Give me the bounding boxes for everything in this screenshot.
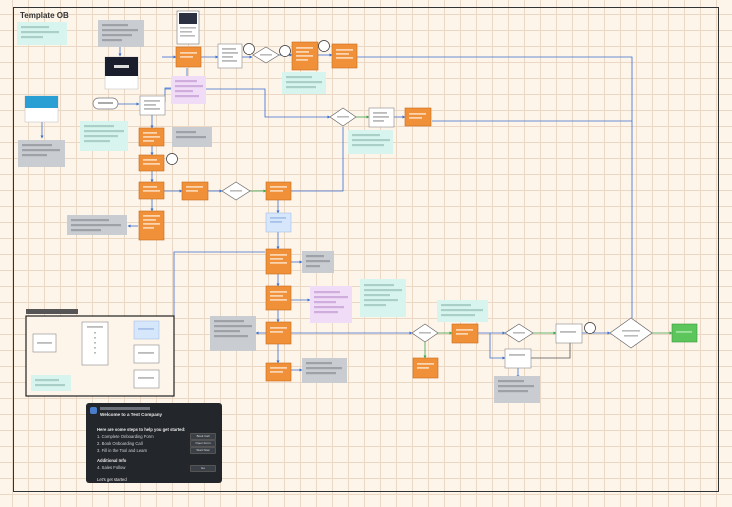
sticky-note <box>17 22 67 45</box>
step-item: 3. Fill in the Tool and Learn <box>97 448 148 453</box>
connector <box>489 333 506 360</box>
action-button[interactable]: Book Call <box>190 433 216 440</box>
process-box <box>133 369 160 389</box>
message-header <box>100 407 150 410</box>
avatar <box>90 407 97 414</box>
process-box <box>504 348 532 369</box>
process-box <box>555 323 583 344</box>
process-box <box>133 344 160 364</box>
delay-nodes <box>166 40 596 334</box>
connector <box>531 343 571 359</box>
welcome-message-card: Welcome to a Test Company Here are some … <box>86 403 222 483</box>
end-node <box>671 323 698 343</box>
subframe-label <box>26 309 78 314</box>
decision-node <box>609 317 653 349</box>
action-button[interactable]: Go <box>190 465 216 472</box>
step-item: 2. Book Onboarding Call <box>97 441 143 446</box>
sticky-note <box>348 130 393 154</box>
delay-node <box>279 45 291 57</box>
thumbnail-banner <box>25 96 58 108</box>
delay-node <box>318 40 330 52</box>
board-frame <box>13 7 719 492</box>
connector <box>173 251 265 316</box>
process-boxes <box>217 43 583 369</box>
task-box <box>265 321 292 345</box>
connector <box>165 88 331 119</box>
delay-node <box>243 43 255 55</box>
sticky-note <box>31 375 71 391</box>
task-box <box>265 285 292 311</box>
task-boxes <box>138 41 479 382</box>
message-section: Additional Info <box>97 458 127 463</box>
step-item: 4. Sales Follow <box>97 465 126 470</box>
board-title: Template OB <box>20 11 69 20</box>
action-button[interactable]: Start Now <box>190 447 216 454</box>
message-title: Welcome to a Test Company <box>100 412 163 417</box>
delay-node <box>166 153 178 165</box>
message-footer: Let's get started <box>97 477 127 482</box>
connector <box>266 127 344 192</box>
connector <box>357 56 633 318</box>
step-item: 1. Complete Onboarding Form <box>97 434 154 439</box>
delay-node <box>584 322 596 334</box>
task-box <box>265 248 292 275</box>
message-section: Here are some steps to help you get star… <box>97 427 186 432</box>
sticky-note <box>302 358 347 383</box>
action-button[interactable]: Open Form <box>190 440 216 447</box>
task-box <box>331 43 358 69</box>
placeholder-lines <box>21 26 59 39</box>
sticky-note <box>133 320 160 340</box>
